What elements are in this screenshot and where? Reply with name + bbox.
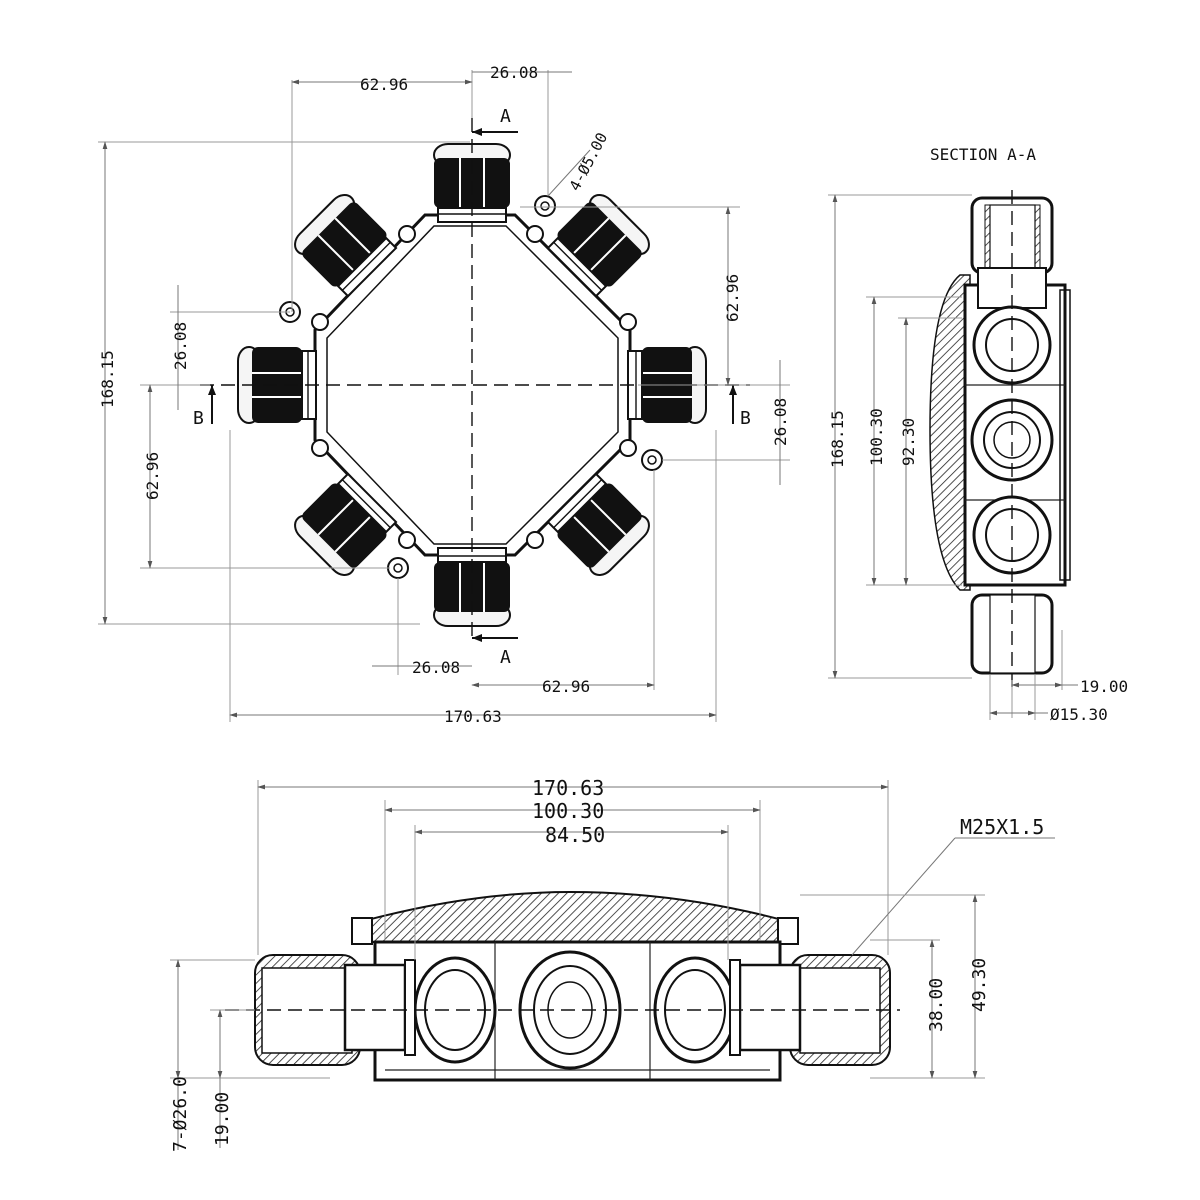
side-dim-inner: 84.50	[545, 823, 605, 847]
section-dim-inner-1: 100.30	[867, 408, 886, 466]
dim-bottom-left: 26.08	[412, 658, 460, 677]
top-view: A A B B 62.96 26.08 4-Ø5.00 62.96 26.08 …	[98, 63, 790, 726]
dim-left-lower: 62.96	[143, 452, 162, 500]
side-dim-overall: 170.63	[532, 776, 604, 800]
dim-top-left: 62.96	[360, 75, 408, 94]
dim-right-lower: 26.08	[771, 398, 790, 446]
section-dim-height: 168.15	[828, 410, 847, 468]
hole-note: 4-Ø5.00	[566, 130, 612, 194]
section-b-label-left: B	[193, 408, 204, 429]
dim-bottom-right: 62.96	[542, 677, 590, 696]
side-dim-holes: 7-Ø26.0	[170, 1076, 191, 1152]
side-dim-middle: 100.30	[532, 799, 604, 823]
dim-top-right: 26.08	[490, 63, 538, 82]
section-a-label-bottom: A	[500, 647, 511, 668]
side-dim-height-1: 38.00	[926, 978, 947, 1032]
section-b-label-right: B	[740, 408, 751, 429]
side-view: 170.63 100.30 84.50 M25X1.5 38.00 49.30 …	[170, 776, 1055, 1152]
section-dim-offset: 19.00	[1080, 677, 1128, 696]
dim-height: 168.15	[98, 350, 117, 408]
side-dim-height-2: 49.30	[969, 958, 990, 1012]
section-a-label-top: A	[500, 106, 511, 127]
thread-note: M25X1.5	[960, 815, 1044, 839]
dim-width: 170.63	[444, 707, 502, 726]
side-dim-offset: 19.00	[212, 1092, 233, 1146]
dim-left-upper: 26.08	[171, 322, 190, 370]
section-dim-inner-2: 92.30	[899, 418, 918, 466]
section-title: SECTION A-A	[930, 145, 1036, 164]
section-view: SECTION A-A 168.	[828, 145, 1128, 724]
dim-right-upper: 62.96	[723, 274, 742, 322]
section-dim-diameter: Ø15.30	[1050, 705, 1108, 724]
